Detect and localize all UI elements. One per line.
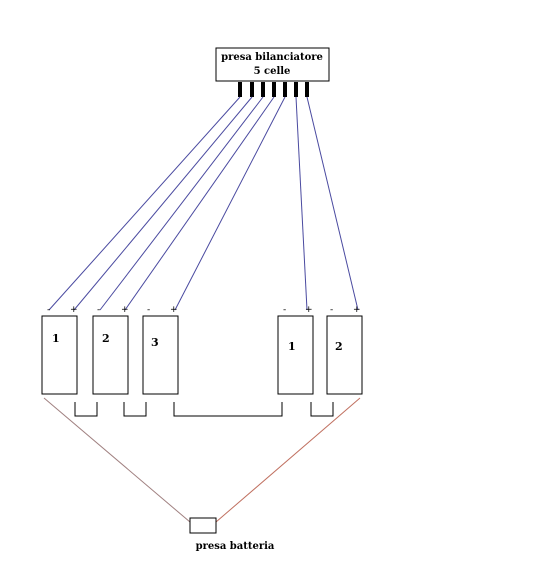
cell-number: 3 (151, 336, 159, 349)
connector-pin (261, 82, 265, 97)
cell-box (277, 315, 314, 395)
battery-plug-box (189, 517, 217, 534)
cell-box (142, 315, 179, 395)
balance-wire (124, 96, 275, 311)
balance-wires (48, 96, 359, 311)
cells: 1 2 3 1 2 (41, 315, 363, 395)
balance-wire (174, 96, 286, 311)
plus-mark: + (121, 305, 129, 315)
balance-wire (295, 96, 308, 311)
cell-box (92, 315, 129, 395)
positive-lead (215, 397, 361, 523)
main-leads (43, 397, 361, 523)
balance-wire (99, 96, 264, 311)
balance-connector-subtitle: 5 celle (254, 66, 291, 77)
connector-pin (294, 82, 298, 97)
minus-mark: - (330, 305, 333, 315)
balance-wire (73, 96, 253, 311)
plus-mark: + (305, 305, 313, 315)
balance-wire (306, 96, 359, 311)
connector-pin (283, 82, 287, 97)
balance-connector-title: presa bilanciatore (221, 52, 323, 63)
cell-number: 1 (52, 332, 60, 345)
minus-mark: - (147, 305, 150, 315)
cell-box (41, 315, 78, 395)
negative-lead (43, 397, 191, 523)
polarity-marks: - + - + - + - + - + (47, 305, 361, 315)
minus-mark: - (97, 305, 100, 315)
balance-connector-box (215, 47, 330, 82)
balance-connector-pins (238, 82, 309, 97)
series-jumper (173, 402, 283, 417)
connector-pin (305, 82, 309, 97)
series-jumper (310, 402, 334, 417)
connector-pin (238, 82, 242, 97)
plus-mark: + (353, 305, 361, 315)
plus-mark: + (70, 305, 78, 315)
cell-number: 1 (288, 340, 296, 353)
minus-mark: - (47, 305, 50, 315)
battery-plug: presa batteria (189, 517, 275, 552)
connector-pin (272, 82, 276, 97)
series-jumper (74, 402, 98, 417)
series-jumper (123, 402, 147, 417)
series-jumpers (74, 402, 334, 417)
battery-plug-label: presa batteria (196, 541, 275, 552)
cell-number: 2 (335, 340, 343, 353)
plus-mark: + (170, 305, 178, 315)
connector-pin (250, 82, 254, 97)
minus-mark: - (283, 305, 286, 315)
balance-wire (48, 96, 241, 311)
cell-box (326, 315, 363, 395)
balance-connector: presa bilanciatore 5 celle (215, 47, 330, 97)
cell-number: 2 (102, 332, 110, 345)
